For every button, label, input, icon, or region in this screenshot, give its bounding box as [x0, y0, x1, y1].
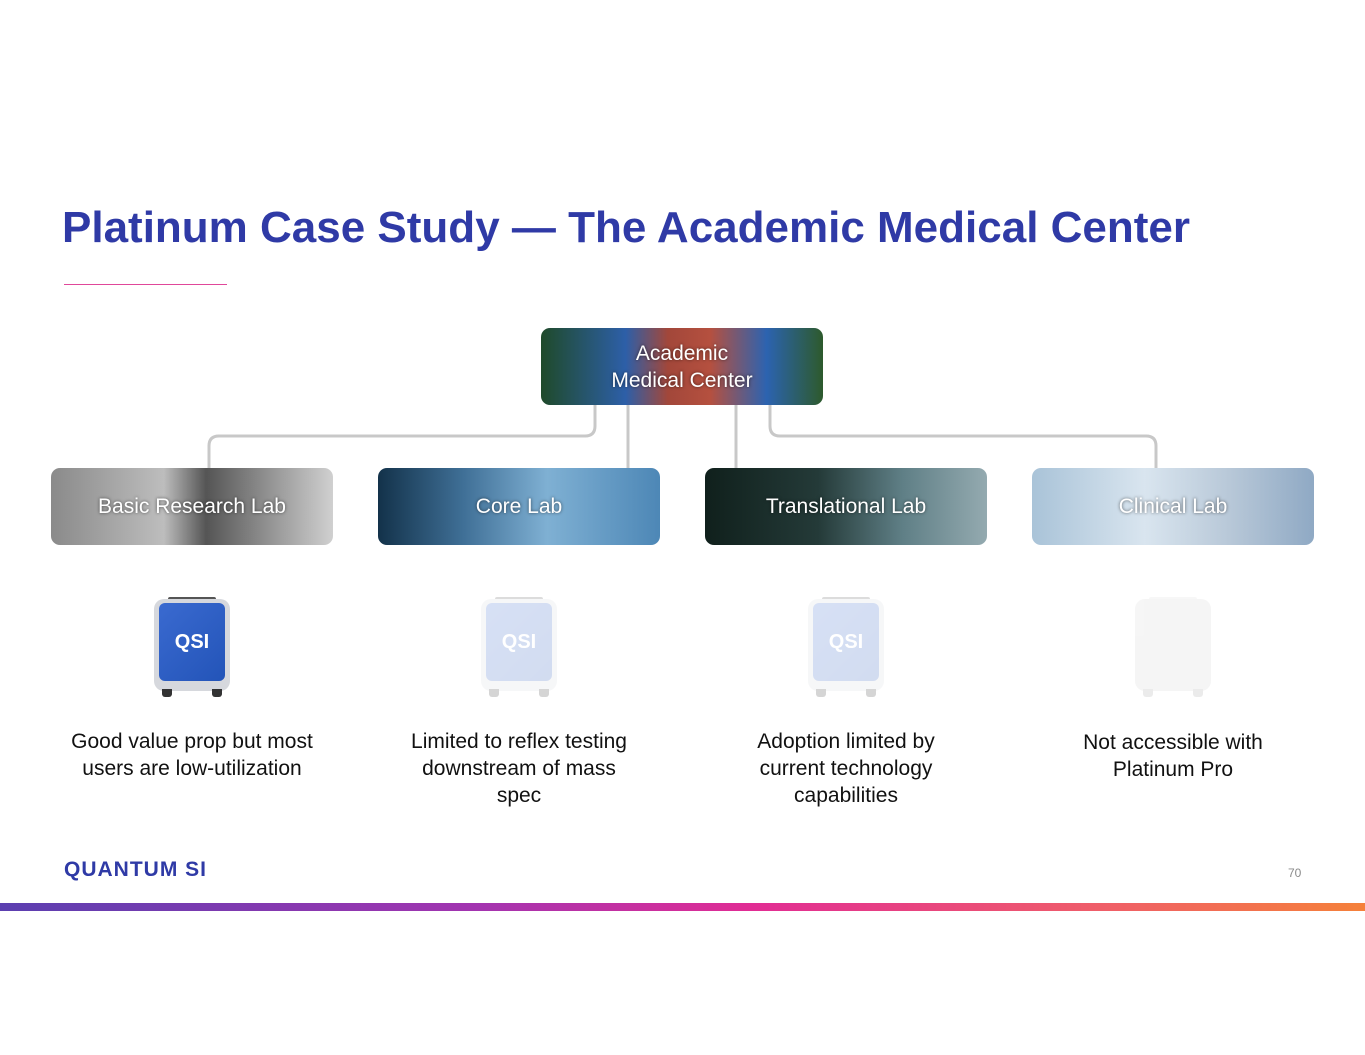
org-connectors	[207, 405, 1158, 468]
caption-translational-lab: Adoption limited by current technology c…	[757, 730, 935, 807]
node-clinical-lab: Clinical Lab	[1032, 468, 1314, 545]
caption-core-lab: Limited to reflex testing downstream of …	[411, 730, 627, 807]
device-icon-blank	[1135, 597, 1211, 701]
node-basic-research-lab: Basic Research Lab	[51, 468, 333, 545]
root-label-line1: Academic	[635, 341, 729, 365]
title-underline	[64, 284, 227, 285]
device-logo: QSI	[486, 603, 552, 681]
platinum-device-icon: QSI	[154, 597, 230, 701]
node-core-lab: Core Lab	[378, 468, 660, 545]
node-translational-lab: Translational Lab	[705, 468, 987, 545]
platinum-device-icon-faded: QSI	[808, 597, 884, 701]
device-logo: QSI	[159, 603, 225, 681]
caption-basic-research: Good value prop but most users are low-u…	[71, 730, 313, 780]
device-logo: QSI	[813, 603, 879, 681]
connector-basic	[207, 405, 597, 468]
platinum-device-icon-faded: QSI	[481, 597, 557, 701]
page-title: Platinum Case Study — The Academic Medic…	[62, 203, 1191, 252]
quantum-si-logo: QUANTUM SI	[64, 858, 207, 881]
page-number: 70	[1288, 866, 1302, 880]
connector-clinical	[768, 405, 1158, 468]
caption-clinical-lab: Not accessible with Platinum Pro	[1083, 731, 1263, 781]
gradient-footer-bar	[0, 903, 1365, 911]
root-label-line2: Medical Center	[611, 368, 753, 392]
